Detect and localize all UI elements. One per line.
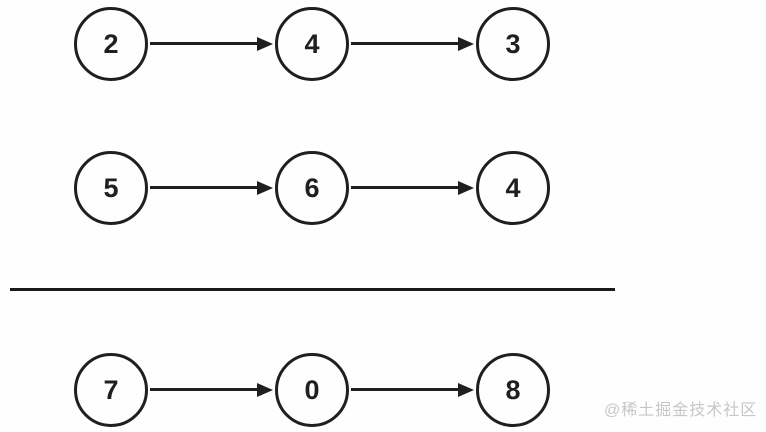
arrow-right-icon bbox=[351, 151, 474, 225]
node-value: 6 bbox=[304, 175, 319, 202]
arrow-right-icon bbox=[351, 353, 474, 427]
linked-list-result: 7 0 8 bbox=[74, 353, 550, 427]
arrow-head bbox=[257, 383, 273, 397]
arrow-right-icon bbox=[351, 7, 474, 81]
divider-line bbox=[10, 288, 615, 291]
node-value: 7 bbox=[103, 377, 118, 404]
list-node: 6 bbox=[275, 151, 349, 225]
arrow-head bbox=[257, 37, 273, 51]
linked-list-1: 2 4 3 bbox=[74, 7, 550, 81]
arrow-shaft bbox=[351, 388, 462, 391]
linked-list-2: 5 6 4 bbox=[74, 151, 550, 225]
arrow-head bbox=[458, 181, 474, 195]
arrow-shaft bbox=[351, 42, 462, 45]
arrow-head bbox=[458, 383, 474, 397]
arrow-right-icon bbox=[150, 7, 273, 81]
list-node: 7 bbox=[74, 353, 148, 427]
list-node: 4 bbox=[275, 7, 349, 81]
node-value: 3 bbox=[505, 31, 520, 58]
node-value: 8 bbox=[505, 377, 520, 404]
list-node: 4 bbox=[476, 151, 550, 225]
arrow-shaft bbox=[150, 42, 261, 45]
node-value: 5 bbox=[103, 175, 118, 202]
arrow-right-icon bbox=[150, 151, 273, 225]
node-value: 0 bbox=[304, 377, 319, 404]
node-value: 4 bbox=[505, 175, 520, 202]
arrow-shaft bbox=[351, 186, 462, 189]
arrow-shaft bbox=[150, 186, 261, 189]
node-value: 2 bbox=[103, 31, 118, 58]
list-node: 8 bbox=[476, 353, 550, 427]
list-node: 3 bbox=[476, 7, 550, 81]
node-value: 4 bbox=[304, 31, 319, 58]
list-node: 2 bbox=[74, 7, 148, 81]
watermark: @稀土掘金技术社区 bbox=[604, 396, 757, 420]
arrow-head bbox=[458, 37, 474, 51]
list-node: 5 bbox=[74, 151, 148, 225]
list-node: 0 bbox=[275, 353, 349, 427]
arrow-head bbox=[257, 181, 273, 195]
arrow-right-icon bbox=[150, 353, 273, 427]
arrow-shaft bbox=[150, 388, 261, 391]
